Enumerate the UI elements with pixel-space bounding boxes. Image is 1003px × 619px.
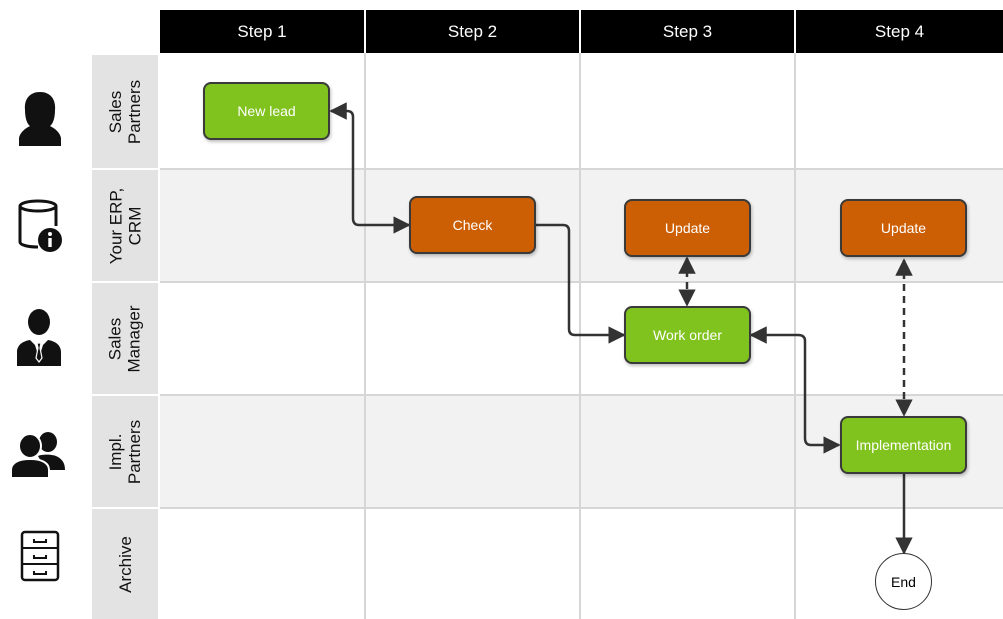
file-cabinet-icon	[20, 530, 60, 582]
lane-label-archive: Archive	[92, 509, 158, 619]
businessman-icon	[17, 309, 61, 366]
node-update-step3[interactable]: Update	[624, 199, 751, 257]
woman-user-icon	[19, 92, 61, 146]
lane-label-sales-partners: Sales Partners	[92, 55, 158, 168]
grid-line-horizontal	[160, 394, 1003, 396]
lane-label-erp-crm: Your ERP, CRM	[92, 170, 158, 281]
step-header-3: Step 3	[581, 10, 794, 53]
user-group-icon	[10, 432, 65, 479]
node-update-step4[interactable]: Update	[840, 199, 967, 257]
grid-line-horizontal	[160, 281, 1003, 283]
grid-line-horizontal	[160, 168, 1003, 170]
lane-label-sales-manager: Sales Manager	[92, 283, 158, 394]
node-new-lead[interactable]: New lead	[203, 82, 330, 140]
connector-workorder-implementation	[749, 326, 841, 454]
database-info-icon	[18, 199, 62, 252]
step-header-4: Step 4	[796, 10, 1003, 53]
node-work-order[interactable]: Work order	[624, 306, 751, 364]
grid-line-horizontal	[160, 507, 1003, 509]
connector-check-workorder	[536, 223, 626, 344]
node-implementation[interactable]: Implementation	[840, 416, 967, 474]
step-header-1: Step 1	[160, 10, 364, 53]
step-header-2: Step 2	[366, 10, 579, 53]
node-end[interactable]: End	[875, 553, 932, 610]
grid-line-vertical	[364, 53, 366, 619]
lane-label-impl-partners: Impl. Partners	[92, 396, 158, 507]
connector-newlead-check	[329, 102, 411, 234]
node-check[interactable]: Check	[409, 196, 536, 254]
